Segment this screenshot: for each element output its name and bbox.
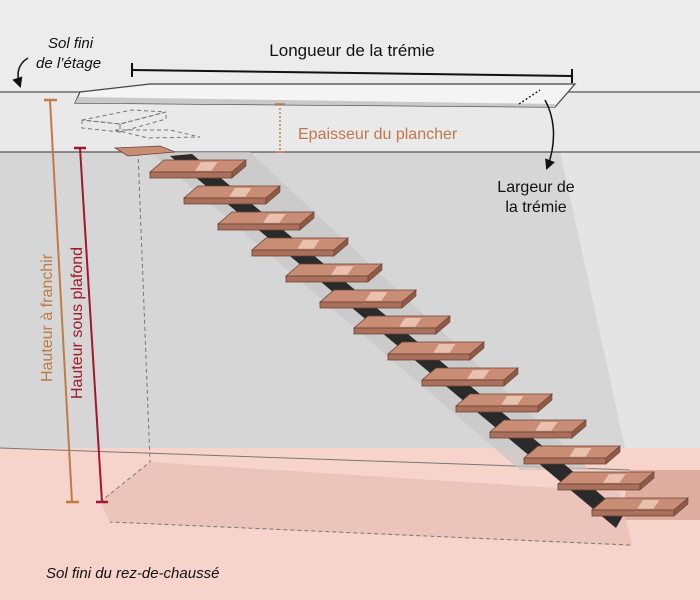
stair-tread-side: [435, 315, 451, 335]
stair-tread-front: [285, 275, 369, 283]
stair-tread-highlight: [637, 500, 660, 509]
stair-tread-front: [183, 197, 267, 205]
upper-floor-label-line1: Sol fini: [48, 35, 94, 52]
stair-tread-highlight: [297, 240, 320, 249]
stair-tread-front: [387, 353, 471, 361]
stair-tread-front: [353, 327, 437, 335]
upper-floor-annotation: Sol fini de l’étage: [12, 35, 101, 88]
stair-tread-highlight: [365, 292, 388, 301]
opening-width-label-line2: la trémie: [505, 199, 566, 216]
stair-tread-highlight: [195, 162, 218, 171]
stair-tread-highlight: [229, 188, 252, 197]
opening-width-label-line1: Largeur de: [497, 179, 574, 196]
floor-shadow: [100, 462, 632, 546]
ceiling-height-label: Hauteur sous plafond: [69, 247, 86, 399]
dim-opening-width: Largeur de la trémie: [497, 89, 575, 216]
stair-tread-highlight: [603, 474, 626, 483]
stair-tread-front: [251, 249, 335, 257]
stair-tread-front: [455, 405, 539, 413]
stair-tread-side: [333, 237, 349, 257]
top-landing-tread: [113, 145, 176, 157]
stair-tread-front: [217, 223, 301, 231]
stair-tread-side: [401, 289, 417, 309]
upper-floor-arrow: [12, 57, 29, 88]
stair-tread-highlight: [501, 396, 524, 405]
ceiling-surface: [0, 0, 700, 92]
right-wall: [560, 152, 700, 470]
stair-tread-side: [571, 419, 587, 439]
stair-tread-highlight: [535, 422, 558, 431]
stair-tread-side: [639, 471, 655, 491]
stair-tread-front: [557, 483, 641, 491]
upper-floor-label-line2: de l’étage: [36, 55, 101, 72]
stair-tread-front: [149, 171, 233, 179]
height-to-climb-label: Hauteur à franchir: [39, 253, 56, 382]
stair-tread-highlight: [569, 448, 592, 457]
stair-tread-side: [367, 263, 383, 283]
stair-tread-side: [503, 367, 519, 387]
stair-tread-highlight: [399, 318, 422, 327]
stair-tread-front: [489, 431, 573, 439]
floor-thickness-label: Epaisseur du plancher: [298, 126, 458, 143]
stair-tread-highlight: [263, 214, 286, 223]
dim-opening-length: Longueur de la trémie: [131, 41, 573, 83]
stair-tread-front: [591, 509, 675, 517]
stair-tread-side: [537, 393, 553, 413]
stair-tread-side: [605, 445, 621, 465]
dim-ceiling-height: Hauteur sous plafond: [69, 146, 108, 504]
stair-tread-side: [299, 211, 315, 231]
opening-length-label: Longueur de la trémie: [269, 41, 434, 60]
stair-tread-side: [265, 185, 281, 205]
stair-tread-side: [469, 341, 485, 361]
stair-tread-side: [231, 159, 247, 179]
staircase: [113, 145, 690, 528]
stair-tread-highlight: [331, 266, 354, 275]
dim-floor-thickness: Epaisseur du plancher: [275, 103, 458, 153]
ground-floor-label: Sol fini du rez-de-chaussé: [46, 565, 219, 582]
stair-tread-front: [421, 379, 505, 387]
stair-tread-side: [673, 497, 689, 517]
stair-tread-front: [523, 457, 607, 465]
stair-tread-highlight: [433, 344, 456, 353]
opening-width-arrow: [544, 99, 555, 170]
dim-height-to-climb: Hauteur à franchir: [39, 98, 79, 504]
opening-inner-face: [75, 97, 555, 107]
stair-tread-front: [319, 301, 403, 309]
stair-tread-highlight: [467, 370, 490, 379]
ghost-top-step: [81, 109, 631, 546]
